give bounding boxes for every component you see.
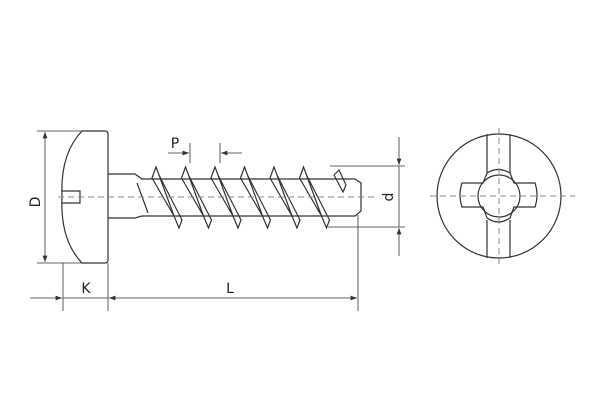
label-d: d (381, 193, 397, 202)
label-K: K (81, 281, 91, 297)
thread-crest (239, 165, 272, 230)
slot (486, 134, 511, 258)
thread-crest (298, 165, 331, 230)
thread-tip (333, 168, 347, 194)
screw-head (61, 130, 109, 264)
label-D: D (28, 197, 44, 208)
phillips-recess (459, 168, 538, 223)
screw-side-view (58, 130, 378, 264)
thread-crest (151, 165, 183, 230)
shank (108, 173, 362, 219)
thread-runout (136, 182, 149, 214)
thread-crest (180, 165, 213, 230)
thread-crest (210, 165, 242, 230)
thread-crest (269, 165, 301, 230)
label-L: L (226, 281, 234, 297)
screw-head-top-view (430, 128, 575, 268)
dimensions (30, 130, 405, 311)
threads (136, 165, 347, 230)
label-P: P (171, 136, 179, 152)
